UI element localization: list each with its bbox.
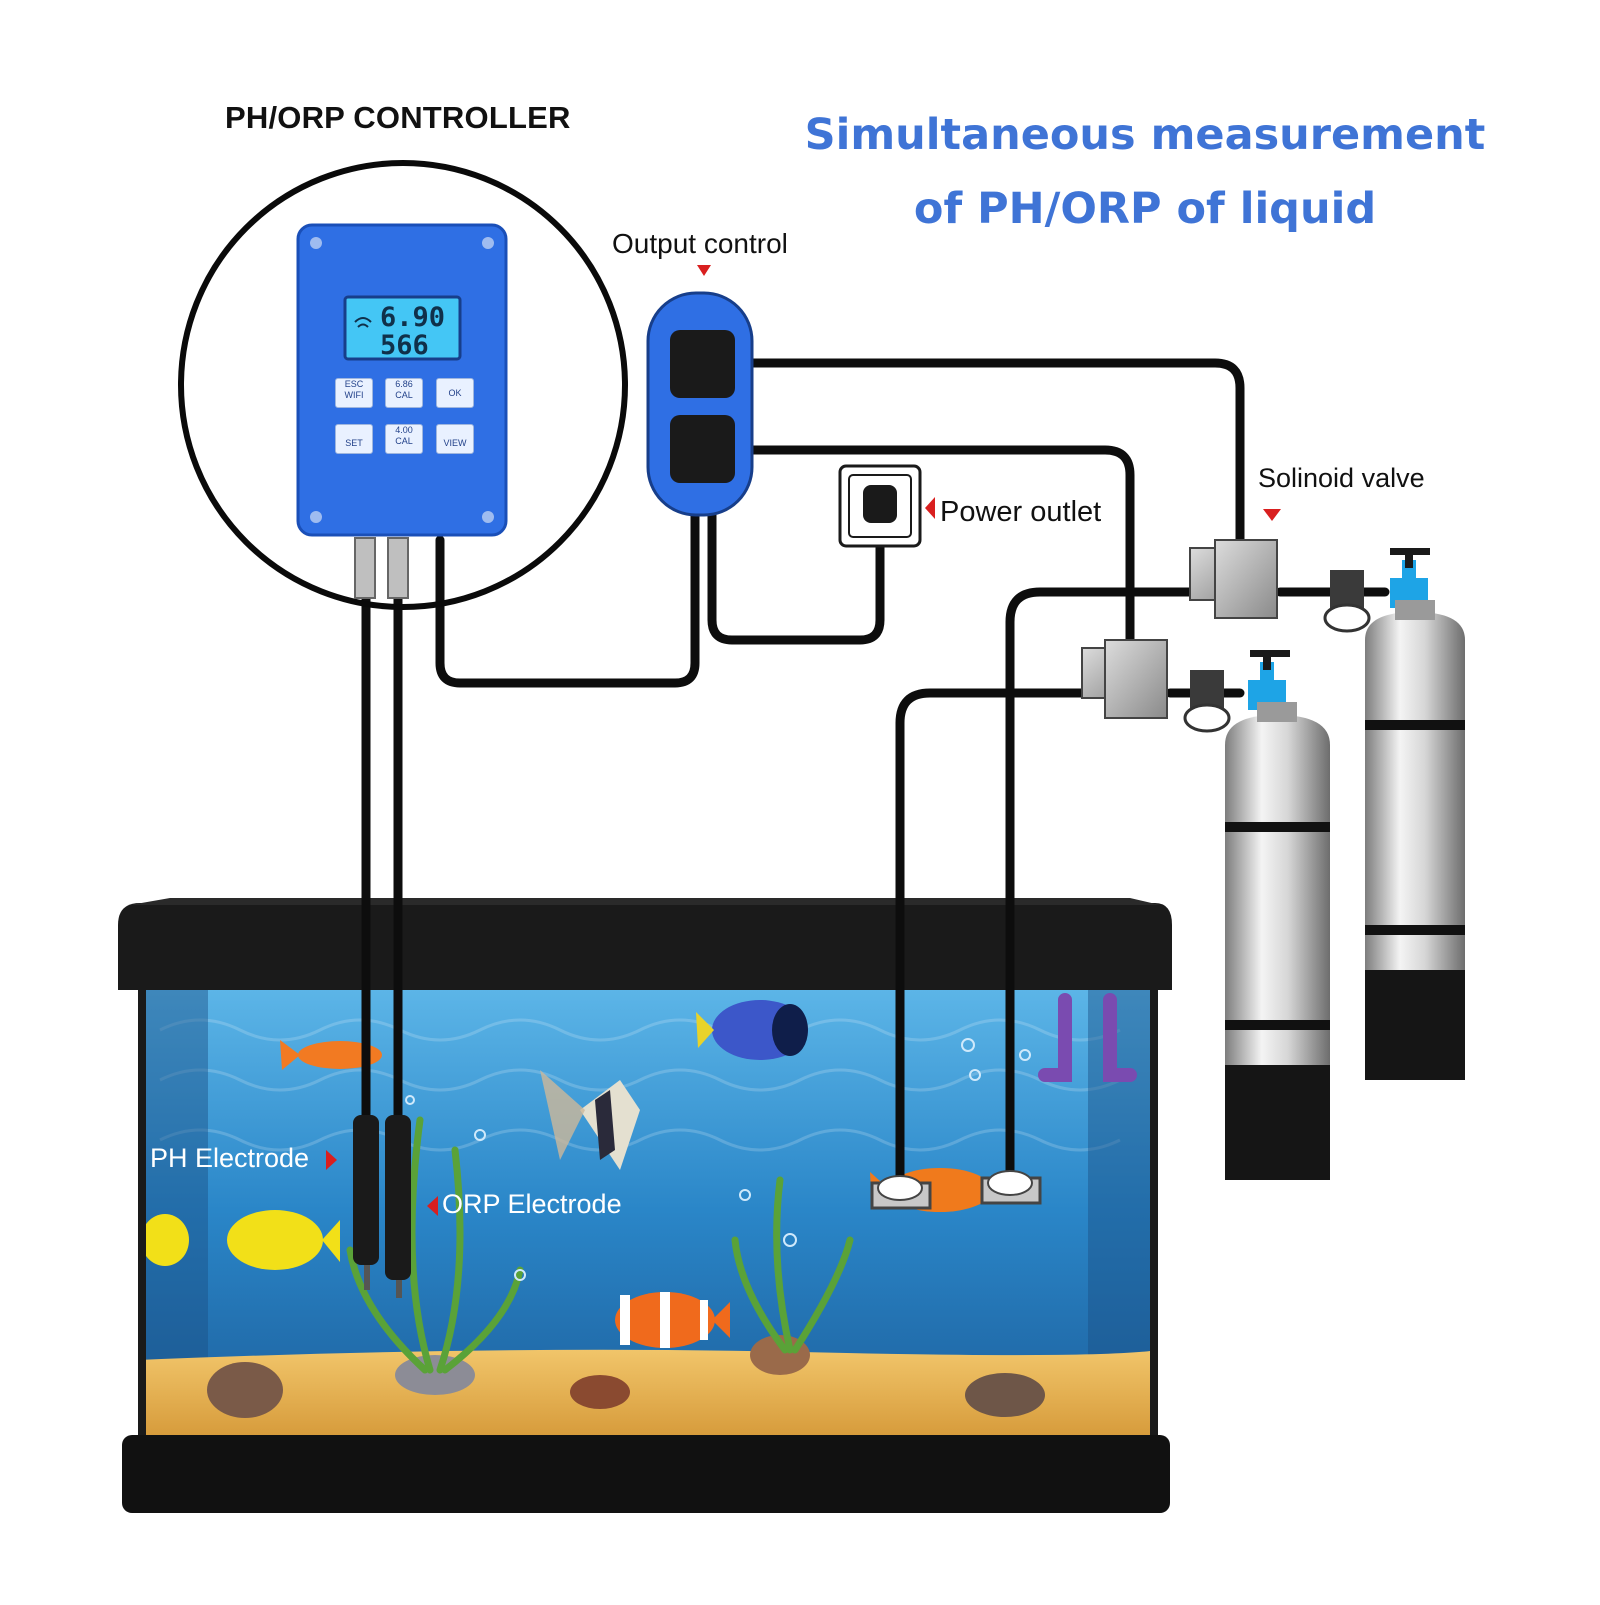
- power-outlet-label: Power outlet: [940, 496, 1102, 528]
- fish: [141, 1214, 189, 1266]
- ph-electrode-label: PH Electrode: [150, 1143, 310, 1173]
- controller-title: PH/ORP CONTROLLER: [225, 100, 571, 135]
- solenoid-valve: [1189, 539, 1278, 619]
- aquarium: [118, 897, 1172, 1513]
- plant: [346, 1116, 854, 1374]
- gas-cylinder: [1365, 600, 1465, 1080]
- headline: Simultaneous measurement of PH/ORP of li…: [800, 98, 1490, 246]
- set-key[interactable]: SET: [335, 424, 373, 454]
- down-cal-key[interactable]: 4.00 CAL: [385, 424, 423, 454]
- orp-relay-socket: [670, 415, 735, 483]
- arrow-left-icon: [427, 1196, 438, 1216]
- up-cal-key[interactable]: 6.86 CAL: [385, 378, 423, 408]
- solenoid-valve: [1081, 639, 1168, 719]
- headline-line-2: of PH/ORP of liquid: [913, 184, 1377, 234]
- wifi-icon: [354, 317, 372, 328]
- filter-pipe: [1038, 993, 1137, 1082]
- fish: [615, 1292, 730, 1348]
- ph-relay-socket: [670, 330, 735, 398]
- arrow-down-icon: [697, 265, 711, 276]
- air-diffuser: [870, 1175, 932, 1210]
- ok-key[interactable]: OK: [436, 378, 474, 408]
- controller-callout-circle: [178, 160, 628, 610]
- lcd-orp-value: 566: [380, 330, 429, 361]
- fish: [540, 1070, 640, 1170]
- fish: [696, 1000, 808, 1060]
- pressure-regulator: [1323, 548, 1430, 633]
- output-control-label: Output control: [612, 228, 788, 259]
- arrow-down-icon: [1263, 509, 1281, 521]
- rock: [395, 1355, 475, 1395]
- gas-cylinder: [1225, 702, 1330, 1180]
- lcd-ph-value: 6.90: [380, 302, 446, 333]
- esc-wifi-key[interactable]: ESC WIFI: [335, 378, 373, 408]
- rock: [570, 1375, 630, 1409]
- arrow-right-icon: [326, 1150, 337, 1170]
- power-outlet: [838, 464, 922, 548]
- headline-line-1: Simultaneous measurement: [804, 110, 1486, 160]
- pressure-regulator: [1183, 650, 1290, 733]
- arrow-left-icon: [925, 497, 935, 519]
- bubbles: [405, 1038, 1031, 1281]
- ph-electrode: [353, 1115, 379, 1290]
- fish: [280, 1040, 382, 1070]
- rock: [207, 1362, 283, 1418]
- air-diffuser: [980, 1170, 1042, 1205]
- ph-orp-controller: [296, 223, 508, 599]
- output-control-box: [646, 291, 754, 517]
- view-key[interactable]: VIEW: [436, 424, 474, 454]
- solenoid-valve-label: Solinoid valve: [1258, 463, 1425, 493]
- tank-top-rim: [118, 903, 1172, 990]
- orp-electrode: [385, 1115, 411, 1298]
- tank-base: [122, 1435, 1170, 1513]
- cables: [361, 358, 1390, 1190]
- fish: [227, 1210, 340, 1270]
- rock: [965, 1373, 1045, 1417]
- orp-electrode-label: ORP Electrode: [442, 1189, 622, 1219]
- lcd-screen: [343, 295, 462, 361]
